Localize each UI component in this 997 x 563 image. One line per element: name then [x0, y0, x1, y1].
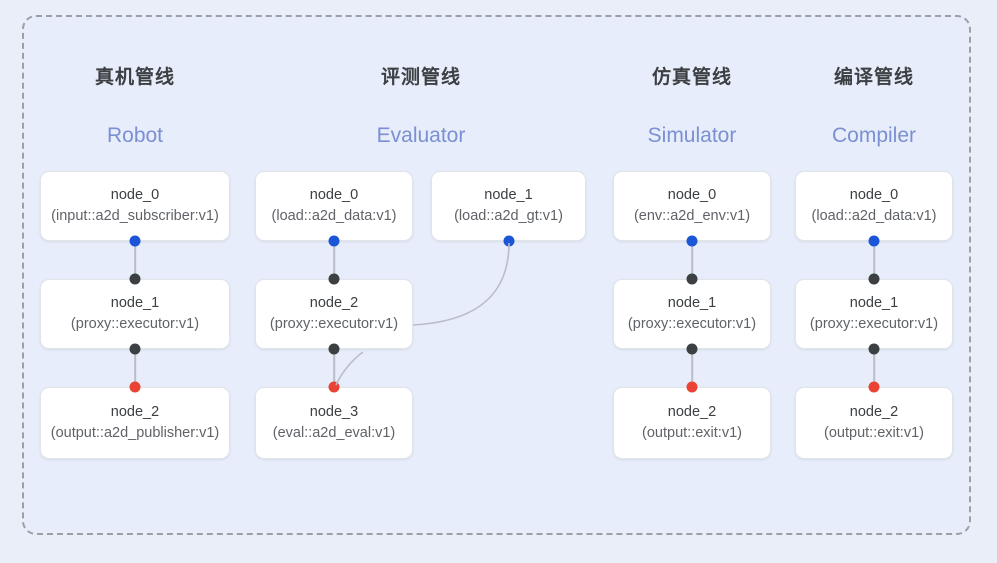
node-type: (load::a2d_data:v1): [271, 208, 397, 224]
edge-simulator-1-2: [691, 349, 693, 387]
edge-compiler-1-2: [873, 349, 875, 387]
port-dark-compiler-node_1-in[interactable]: [868, 273, 880, 285]
edge-compiler-0-1: [873, 241, 875, 279]
node-type: (proxy::executor:v1): [627, 316, 757, 332]
column-title-cn-evaluator: 评测管线: [380, 67, 461, 88]
node-name: node_1: [849, 295, 899, 311]
node-type: (output::exit:v1): [642, 425, 742, 441]
node-box-compiler-node_0[interactable]: node_0 (load::a2d_data:v1): [795, 171, 953, 241]
port-blue-compiler-node_0-out[interactable]: [868, 235, 880, 247]
node-type: (output::exit:v1): [824, 425, 924, 441]
port-dark-evaluator-node_2-out[interactable]: [328, 343, 340, 355]
node-name: node_0: [110, 187, 160, 203]
port-red-evaluator-node_3-in[interactable]: [328, 381, 340, 393]
node-name: node_0: [667, 187, 717, 203]
node-box-evaluator-node_2[interactable]: node_2 (proxy::executor:v1): [255, 279, 413, 349]
node-type: (env::a2d_env:v1): [633, 208, 751, 224]
node-box-robot-node_1[interactable]: node_1 (proxy::executor:v1): [40, 279, 230, 349]
port-dark-robot-node_1-in[interactable]: [129, 273, 141, 285]
node-type: (load::a2d_data:v1): [811, 208, 937, 224]
port-dark-simulator-node_1-out[interactable]: [686, 343, 698, 355]
port-blue-robot-node_0-out[interactable]: [129, 235, 141, 247]
port-red-compiler-node_2-in[interactable]: [868, 381, 880, 393]
edge-evaluator-0-2: [333, 241, 335, 279]
node-name: node_2: [667, 404, 717, 420]
port-dark-compiler-node_1-out[interactable]: [868, 343, 880, 355]
node-box-evaluator-node_0[interactable]: node_0 (load::a2d_data:v1): [255, 171, 413, 241]
node-box-evaluator-node_1[interactable]: node_1 (load::a2d_gt:v1): [431, 171, 586, 241]
node-box-compiler-node_1[interactable]: node_1 (proxy::executor:v1): [795, 279, 953, 349]
node-type: (proxy::executor:v1): [269, 316, 399, 332]
edge-evaluator-2-3: [333, 349, 335, 387]
node-name: node_0: [849, 187, 899, 203]
node-name: node_2: [849, 404, 899, 420]
port-blue-simulator-node_0-out[interactable]: [686, 235, 698, 247]
node-box-robot-node_2[interactable]: node_2 (output::a2d_publisher:v1): [40, 387, 230, 459]
node-type: (input::a2d_subscriber:v1): [51, 208, 219, 224]
node-type: (load::a2d_gt:v1): [454, 208, 563, 224]
node-type: (eval::a2d_eval:v1): [272, 425, 396, 441]
node-name: node_1: [667, 295, 717, 311]
node-box-simulator-node_1[interactable]: node_1 (proxy::executor:v1): [613, 279, 771, 349]
node-box-evaluator-node_3[interactable]: node_3 (eval::a2d_eval:v1): [255, 387, 413, 459]
edge-robot-1-2: [134, 349, 136, 387]
column-title-cn-robot: 真机管线: [94, 67, 175, 88]
node-box-simulator-node_0[interactable]: node_0 (env::a2d_env:v1): [613, 171, 771, 241]
node-type: (proxy::executor:v1): [809, 316, 939, 332]
node-name: node_1: [484, 187, 533, 203]
column-title-en-robot: Robot: [106, 124, 164, 147]
node-name: node_1: [110, 295, 160, 311]
node-box-compiler-node_2[interactable]: node_2 (output::exit:v1): [795, 387, 953, 459]
port-blue-evaluator-node_1-out[interactable]: [503, 235, 515, 247]
port-red-robot-node_2-in[interactable]: [129, 381, 141, 393]
column-title-en-compiler: Compiler: [831, 124, 917, 147]
column-title-cn-simulator: 仿真管线: [651, 67, 732, 88]
column-title-en-evaluator: Evaluator: [376, 124, 466, 147]
port-dark-robot-node_1-out[interactable]: [129, 343, 141, 355]
column-title-cn-compiler: 编译管线: [833, 67, 914, 88]
edge-robot-0-1: [134, 241, 136, 279]
node-box-simulator-node_2[interactable]: node_2 (output::exit:v1): [613, 387, 771, 459]
node-name: node_2: [110, 404, 160, 420]
port-dark-evaluator-node_2-in[interactable]: [328, 273, 340, 285]
port-blue-evaluator-node_0-out[interactable]: [328, 235, 340, 247]
edge-simulator-0-1: [691, 241, 693, 279]
port-dark-simulator-node_1-in[interactable]: [686, 273, 698, 285]
node-box-robot-node_0[interactable]: node_0 (input::a2d_subscriber:v1): [40, 171, 230, 241]
port-red-simulator-node_2-in[interactable]: [686, 381, 698, 393]
column-title-en-simulator: Simulator: [647, 124, 737, 147]
node-type: (proxy::executor:v1): [70, 316, 200, 332]
node-name: node_2: [309, 295, 359, 311]
node-name: node_3: [309, 404, 359, 420]
node-name: node_0: [309, 187, 359, 203]
node-type: (output::a2d_publisher:v1): [50, 425, 220, 441]
